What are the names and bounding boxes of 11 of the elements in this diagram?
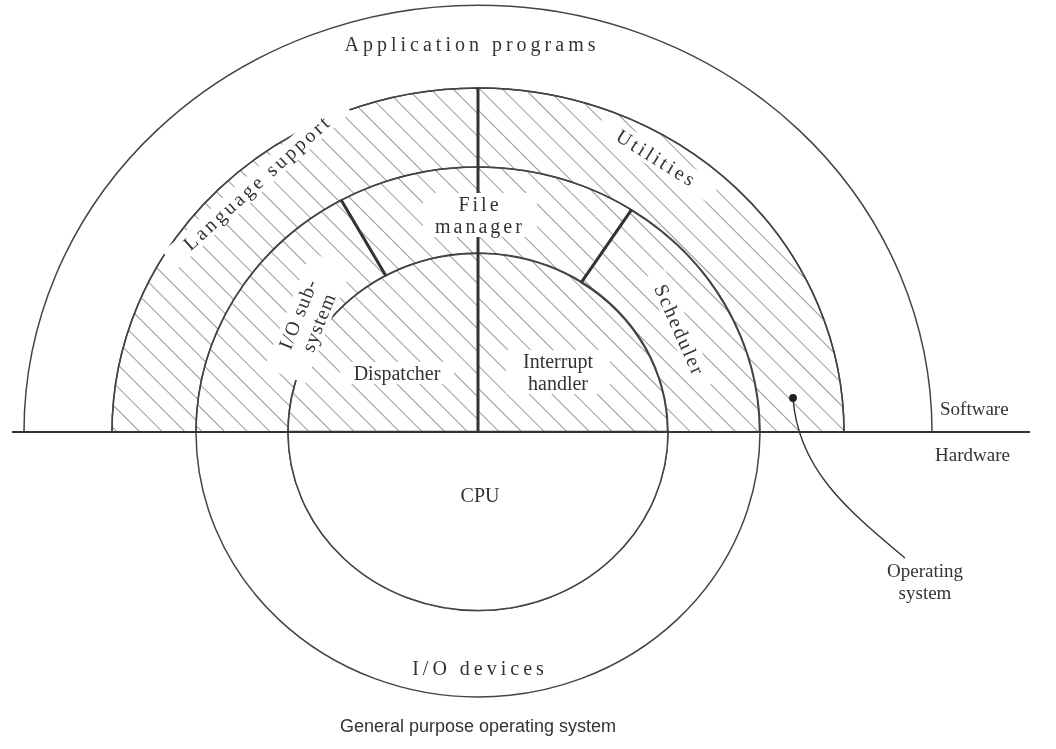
layer-label: CPU xyxy=(459,484,501,506)
layer-label: I/O devices xyxy=(411,657,549,679)
layer-side-label: Hardware xyxy=(935,444,1010,466)
layer-label: File manager xyxy=(423,193,537,237)
leader-line xyxy=(789,394,906,559)
caption: General purpose operating system xyxy=(338,716,618,737)
layer-label: Dispatcher xyxy=(340,362,454,384)
callout-label: Operating system xyxy=(870,560,980,604)
layer-label: Application programs xyxy=(343,33,601,55)
layer-label: Interrupt handler xyxy=(506,350,610,394)
layer-side-label: Software xyxy=(940,398,1009,420)
